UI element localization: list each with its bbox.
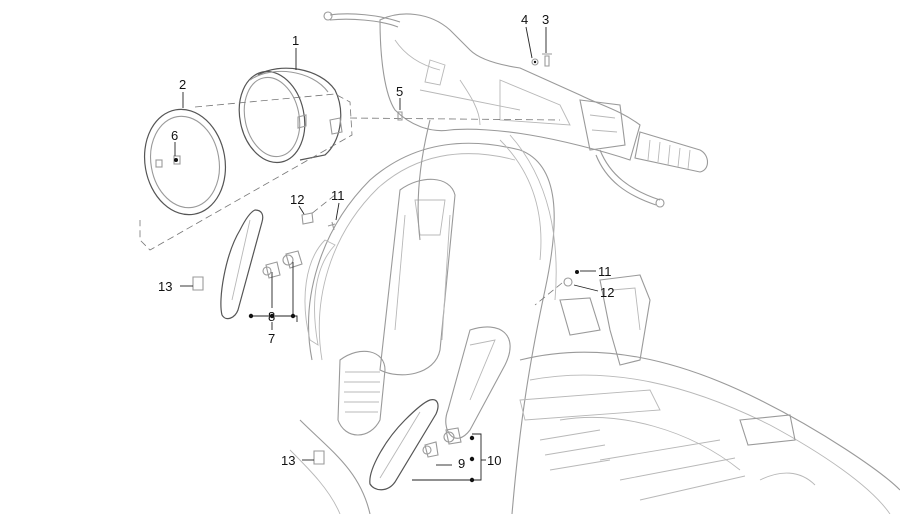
callout-10: 10: [487, 453, 501, 468]
callout-labels: 1 2 3 4 5 6 11 12 11 12 13 8 7 13 9 10: [158, 12, 614, 471]
clip-part-13-right: [313, 450, 325, 465]
callout-6: 6: [171, 128, 178, 143]
left-turn-indicator: [220, 209, 303, 320]
callout-12-left: 12: [290, 192, 304, 207]
screw-part-11-right: [575, 270, 579, 274]
handlebar-drawing: [323, 11, 709, 208]
nut-part-12-left: [301, 212, 314, 225]
callout-11-left: 11: [331, 188, 345, 203]
callout-7: 7: [268, 331, 275, 346]
callout-2: 2: [179, 77, 186, 92]
callout-9: 9: [458, 456, 465, 471]
callout-3: 3: [542, 12, 549, 27]
right-turn-indicator: [369, 399, 462, 491]
callout-13-right: 13: [281, 453, 295, 468]
nut-part-12-right: [563, 277, 573, 287]
callout-4: 4: [521, 12, 528, 27]
scooter-front-shield-drawing: [289, 119, 900, 514]
callout-11-right: 11: [598, 264, 612, 279]
callout-12-right: 12: [600, 285, 614, 300]
leader-lines: [174, 26, 599, 481]
headlamp-rim: [143, 108, 227, 216]
screw-part-5: [397, 111, 403, 121]
screw-part-3: [542, 53, 552, 67]
callout-13-left: 13: [158, 279, 172, 294]
washer-part-4: [531, 58, 539, 66]
headlamp-unit: [238, 67, 343, 164]
clip-part-13-left: [192, 276, 204, 291]
callout-8: 8: [268, 309, 275, 324]
headlamp-assembly-frame: [139, 93, 353, 251]
callout-1: 1: [292, 33, 299, 48]
callout-5: 5: [396, 84, 403, 99]
screw-part-11-left: [327, 221, 336, 231]
